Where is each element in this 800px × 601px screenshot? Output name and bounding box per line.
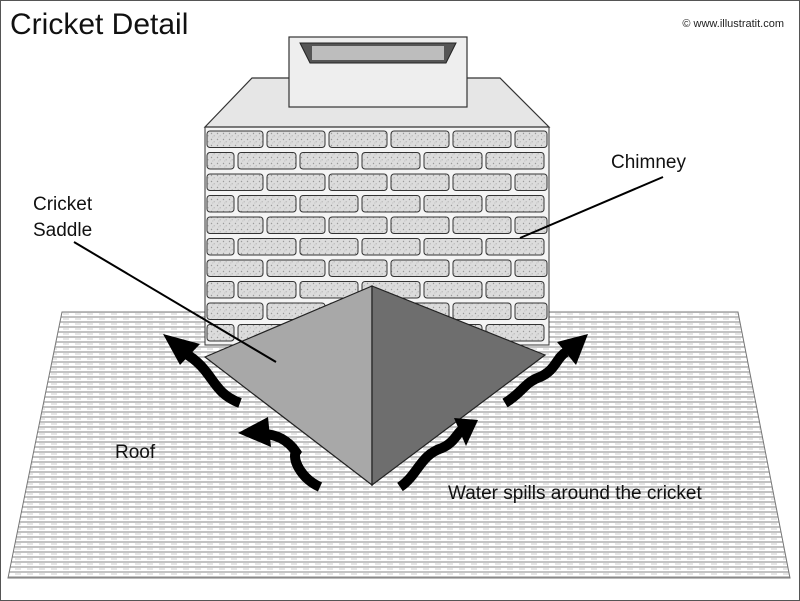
brick bbox=[452, 130, 512, 148]
brick bbox=[423, 152, 483, 170]
cricket-leader-line bbox=[73, 241, 277, 363]
brick bbox=[266, 173, 326, 191]
brick bbox=[452, 173, 512, 191]
brick bbox=[514, 302, 548, 320]
brick bbox=[206, 130, 264, 148]
brick bbox=[328, 259, 388, 277]
brick bbox=[328, 130, 388, 148]
label-cricket-line2: Saddle bbox=[33, 220, 93, 241]
label-water-spills: Water spills around the cricket bbox=[448, 483, 702, 504]
label-roof: Roof bbox=[115, 442, 156, 463]
arrow-right-upper bbox=[502, 347, 569, 408]
flue-inner bbox=[312, 46, 444, 60]
brick bbox=[452, 302, 512, 320]
brick bbox=[485, 152, 545, 170]
arrow-right-lower-head bbox=[454, 418, 478, 446]
brick bbox=[452, 216, 512, 234]
brick bbox=[390, 130, 450, 148]
water-flow-arrows bbox=[163, 334, 588, 492]
brick bbox=[266, 259, 326, 277]
brick bbox=[237, 152, 297, 170]
brick bbox=[206, 238, 235, 256]
arrow-right-upper-head bbox=[557, 334, 588, 365]
brick bbox=[452, 259, 512, 277]
brick bbox=[206, 173, 264, 191]
brick bbox=[390, 259, 450, 277]
brick bbox=[299, 195, 359, 213]
brick bbox=[390, 173, 450, 191]
brick bbox=[206, 195, 235, 213]
brick bbox=[266, 216, 326, 234]
arrow-right-lower bbox=[396, 425, 465, 492]
arrow-left-lower bbox=[261, 429, 323, 492]
label-cricket-saddle: Cricket Saddle bbox=[33, 192, 92, 244]
brick bbox=[328, 173, 388, 191]
brick bbox=[514, 216, 548, 234]
arrow-left-upper bbox=[180, 347, 242, 408]
copyright-notice: © www.illustratit.com bbox=[682, 18, 784, 30]
label-chimney: Chimney bbox=[611, 152, 686, 173]
brick bbox=[206, 324, 235, 342]
brick bbox=[485, 195, 545, 213]
brick bbox=[206, 152, 235, 170]
arrow-left-upper-head bbox=[163, 334, 200, 365]
brick bbox=[299, 281, 359, 299]
brick bbox=[266, 130, 326, 148]
brick bbox=[514, 173, 548, 191]
brick bbox=[485, 238, 545, 256]
brick bbox=[361, 152, 421, 170]
brick bbox=[299, 152, 359, 170]
brick bbox=[361, 195, 421, 213]
brick bbox=[328, 216, 388, 234]
brick bbox=[206, 216, 264, 234]
brick bbox=[423, 238, 483, 256]
brick bbox=[361, 238, 421, 256]
brick bbox=[237, 238, 297, 256]
brick bbox=[206, 281, 235, 299]
brick bbox=[299, 238, 359, 256]
brick bbox=[485, 281, 545, 299]
brick bbox=[237, 195, 297, 213]
brick bbox=[206, 259, 264, 277]
diagram-title: Cricket Detail bbox=[10, 8, 189, 41]
label-cricket-line1: Cricket bbox=[33, 194, 93, 215]
brick bbox=[390, 216, 450, 234]
brick bbox=[423, 281, 483, 299]
brick bbox=[423, 195, 483, 213]
brick bbox=[206, 302, 264, 320]
brick bbox=[514, 130, 548, 148]
brick bbox=[514, 259, 548, 277]
brick bbox=[237, 281, 297, 299]
arrow-left-lower-head bbox=[238, 417, 271, 447]
chimney-leader-line bbox=[519, 176, 664, 239]
